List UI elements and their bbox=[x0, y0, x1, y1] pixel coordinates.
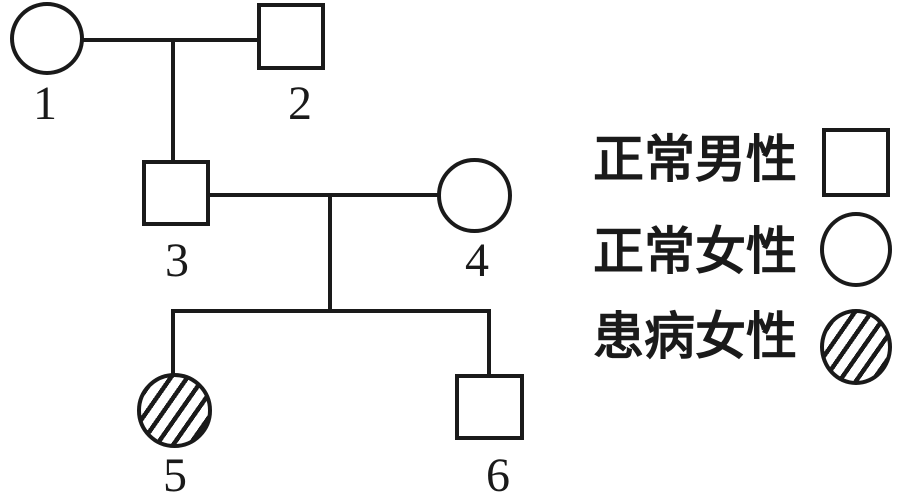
sibship-line bbox=[171, 309, 491, 313]
individual-3-label: 3 bbox=[165, 234, 189, 287]
descent-line-couple-1-2 bbox=[171, 40, 175, 162]
individual-4-label: 4 bbox=[465, 234, 489, 287]
individual-5-affected-female-circle bbox=[137, 373, 212, 448]
individual-2-normal-male-square bbox=[257, 3, 325, 70]
individual-6-normal-male-square bbox=[455, 374, 524, 440]
legend-normal-male-square-icon bbox=[822, 128, 890, 197]
individual-1-normal-female-circle bbox=[10, 2, 84, 75]
marriage-line-3-4 bbox=[207, 193, 439, 197]
individual-2-label: 2 bbox=[288, 77, 312, 130]
legend-label-normal-female: 正常女性 bbox=[593, 225, 798, 281]
individual-3-normal-male-square bbox=[142, 160, 210, 226]
individual-5-label: 5 bbox=[163, 449, 187, 502]
legend-normal-female-circle-icon bbox=[820, 212, 892, 287]
legend-label-affected-female: 患病女性 bbox=[593, 310, 798, 366]
child-drop-line-6 bbox=[487, 311, 491, 376]
marriage-line-1-2 bbox=[82, 38, 259, 42]
individual-4-normal-female-circle bbox=[437, 158, 512, 233]
legend-affected-female-hatched-circle-icon bbox=[820, 309, 892, 385]
descent-line-couple-3-4 bbox=[328, 195, 332, 312]
individual-1-label: 1 bbox=[33, 77, 57, 130]
individual-6-label: 6 bbox=[486, 449, 510, 502]
legend-label-normal-male: 正常男性 bbox=[593, 133, 798, 189]
child-drop-line-5 bbox=[171, 311, 175, 375]
